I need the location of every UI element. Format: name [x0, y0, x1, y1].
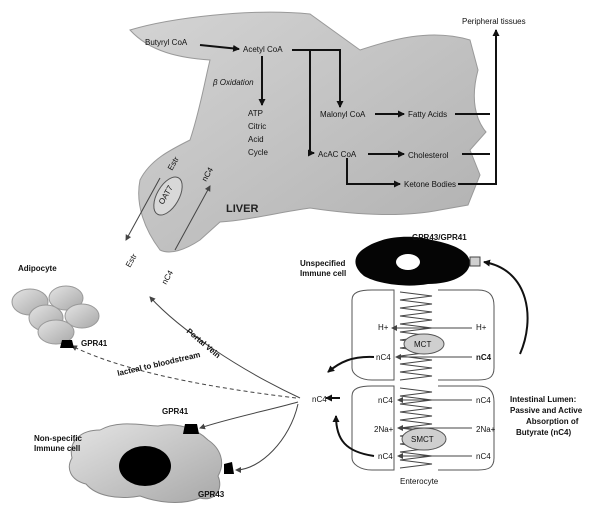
estr-out-arrow — [125, 177, 161, 241]
liver-label: LIVER — [226, 203, 258, 215]
adipocyte-gpr41-receptor — [60, 340, 74, 348]
lumen-line3: Absorption of — [526, 417, 579, 426]
smct-nc4-bottom-right: nC4 — [476, 452, 491, 461]
nonspecific-label-line2: Immune cell — [34, 444, 80, 453]
oat7-transporter — [153, 176, 183, 216]
lacteal-line — [71, 345, 297, 399]
nonspecific-gpr41-receptor — [183, 424, 199, 434]
butyryl-coa-label: Butyryl CoA — [145, 38, 188, 47]
nc4-to-gpr41-line — [199, 401, 299, 430]
ketone-bodies-label: Ketone Bodies — [404, 180, 456, 189]
smct-nc4-top-right: nC4 — [476, 396, 491, 405]
mct-transporter — [403, 333, 445, 355]
enterocyte-lower-left — [351, 385, 395, 471]
adipocyte-label: Adipocyte — [18, 264, 57, 273]
estr-blood-label: Estr — [124, 252, 139, 269]
enterocyte-upper-left — [351, 289, 395, 381]
smct-nc4-top-left: nC4 — [378, 396, 393, 405]
smct-na-right-label: 2Na+ — [476, 425, 496, 434]
nonspecific-gpr43-receptor — [224, 462, 234, 474]
central-nc4-label: nC4 — [312, 395, 327, 404]
mct-nc4-right-label: nC4 — [476, 353, 492, 362]
nc4-in-arrow — [174, 185, 211, 251]
fatty-acids-label: Fatty Acids — [408, 110, 447, 119]
acac-to-ketone-arrow — [346, 158, 401, 188]
beta-oxidation-label: β Oxidation — [212, 78, 254, 87]
smct-label: SMCT — [411, 435, 434, 444]
lumen-line2: Passive and Active — [510, 406, 583, 415]
unspecified-label-line1: Unspecified — [300, 259, 345, 268]
acetyl-coa-label: Acetyl CoA — [243, 45, 283, 54]
citric-label: Citric — [248, 122, 266, 131]
adipocyte-cluster — [11, 285, 100, 345]
unspecified-label-line2: Immune cell — [300, 269, 346, 278]
smct-na-left-label: 2Na+ — [374, 425, 394, 434]
smct-out-arrow — [332, 415, 375, 457]
lumen-line4: Butyrate (nC4) — [516, 428, 571, 437]
mct-out-arrow — [327, 355, 375, 373]
enterocyte-lower-right — [438, 385, 495, 471]
to-peripheral-arrow — [458, 29, 500, 185]
mct-h-left-label: H+ — [378, 323, 389, 332]
acetyl-to-malonyl-arrow — [292, 49, 344, 108]
nonspecific-gpr41-label: GPR41 — [162, 407, 189, 416]
butyryl-to-acetyl-arrow — [199, 44, 240, 52]
nonspecific-immune-nucleus — [119, 446, 171, 486]
lacteal-label: lacteal to bloodstream — [116, 350, 201, 378]
mct-nc4-left-label: nC4 — [376, 353, 391, 362]
malonyl-coa-label: Malonyl CoA — [320, 110, 366, 119]
mct-h-right-label: H+ — [476, 323, 487, 332]
unspecified-immune-nucleus — [396, 254, 420, 270]
nonspecific-gpr43-label: GPR43 — [198, 490, 225, 499]
nc4-to-gpr43-line — [235, 403, 299, 473]
acetyl-to-acac-arrow — [308, 50, 315, 157]
cholesterol-label: Cholesterol — [408, 151, 449, 160]
portal-vein-line — [149, 296, 301, 399]
smct-nc4-bottom-left: nC4 — [378, 452, 393, 461]
acid-label: Acid — [248, 135, 264, 144]
liver-shape — [129, 11, 487, 253]
lumen-line1: Intestinal Lumen: — [510, 395, 576, 404]
nc4-to-unspecified-arrow — [483, 259, 529, 355]
unspecified-receptor-label: GPR43/GPR41 — [412, 233, 467, 242]
nc4-blood-label: nC4 — [160, 268, 175, 286]
mct-label: MCT — [414, 340, 431, 349]
unspecified-receptor — [469, 256, 481, 267]
atp-label: ATP — [248, 109, 263, 118]
adipocyte-gpr41-label: GPR41 — [81, 339, 108, 348]
enterocyte-upper-right — [438, 289, 495, 381]
enterocyte-label: Enterocyte — [400, 477, 439, 486]
peripheral-tissues-label: Peripheral tissues — [462, 17, 526, 26]
nonspecific-label-line1: Non-specific — [34, 434, 83, 443]
cycle-label: Cycle — [248, 148, 269, 157]
acac-coa-label: AcAC CoA — [318, 150, 357, 159]
